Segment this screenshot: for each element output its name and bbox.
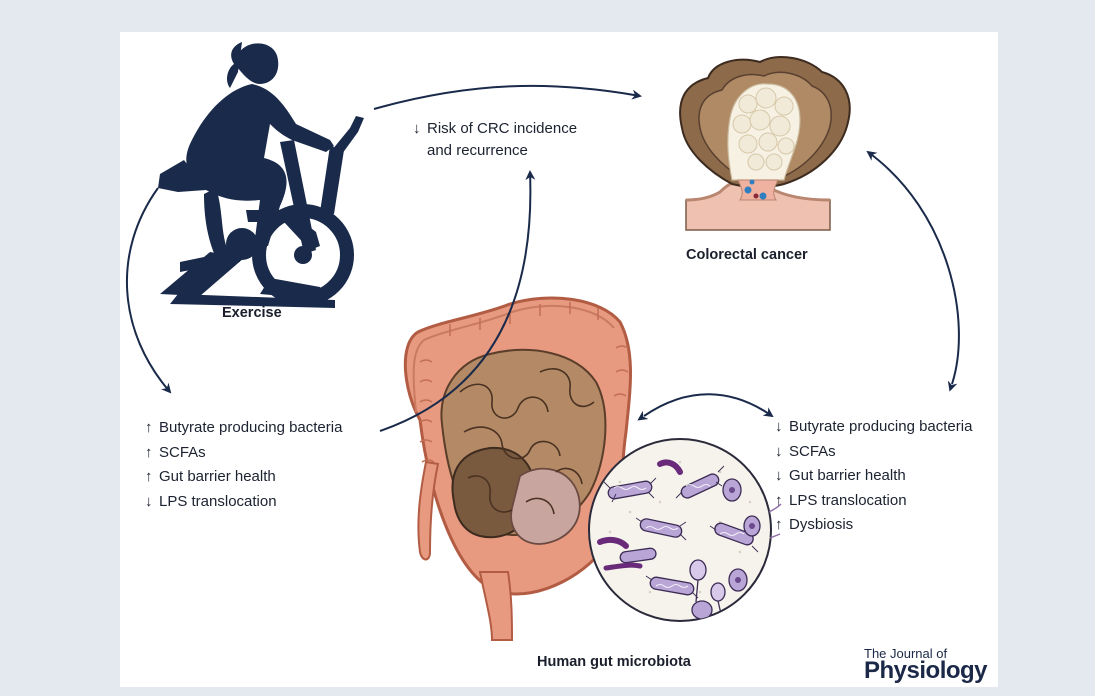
- down-arrow-icon: ↓: [775, 464, 789, 489]
- journal-logo: The Journal of Physiology: [864, 647, 987, 682]
- list-item: ↑Gut barrier health: [145, 465, 342, 490]
- list-item: ↓Gut barrier health: [775, 464, 972, 489]
- gut-bacteria-magnified: [589, 439, 781, 621]
- up-arrow-icon: ↑: [145, 441, 159, 466]
- exercise-bike-icon: [158, 42, 364, 308]
- down-arrow-icon: ↓: [775, 415, 789, 440]
- gut-microbiota-label: Human gut microbiota: [537, 654, 691, 670]
- up-arrow-icon: ↑: [775, 489, 789, 514]
- arrow-exercise-to-cancer: [374, 86, 640, 109]
- intestine-illustration: [405, 298, 630, 640]
- up-arrow-icon: ↑: [775, 513, 789, 538]
- list-item: ↑Butyrate producing bacteria: [145, 416, 342, 441]
- up-arrow-icon: ↑: [145, 416, 159, 441]
- exercise-label: Exercise: [222, 305, 282, 321]
- list-item: ↓Butyrate producing bacteria: [775, 415, 972, 440]
- up-arrow-icon: ↑: [145, 465, 159, 490]
- exercise-effects-list: ↑Butyrate producing bacteria ↑SCFAs ↑Gut…: [145, 416, 342, 514]
- colorectal-cancer-illustration: [680, 57, 850, 230]
- list-item: ↑LPS translocation: [775, 489, 972, 514]
- down-arrow-icon: ↓: [413, 118, 427, 140]
- arrow-gut-to-cancer: [868, 152, 959, 384]
- arrow-bacteria-to-right-effects: [644, 394, 772, 416]
- crc-risk-text: ↓Risk of CRC incidence and recurrence: [413, 118, 577, 162]
- figure-panel: Exercise Colorectal cancer Human gut mic…: [120, 32, 998, 687]
- list-item: ↑Dysbiosis: [775, 513, 972, 538]
- list-item: ↓LPS translocation: [145, 490, 342, 515]
- arrow-exercise-to-left-effects: [127, 188, 170, 392]
- down-arrow-icon: ↓: [775, 440, 789, 465]
- down-arrow-icon: ↓: [145, 490, 159, 515]
- list-item: ↑SCFAs: [145, 441, 342, 466]
- colorectal-cancer-label: Colorectal cancer: [686, 247, 808, 263]
- list-item: ↓SCFAs: [775, 440, 972, 465]
- dysbiosis-effects-list: ↓Butyrate producing bacteria ↓SCFAs ↓Gut…: [775, 415, 972, 538]
